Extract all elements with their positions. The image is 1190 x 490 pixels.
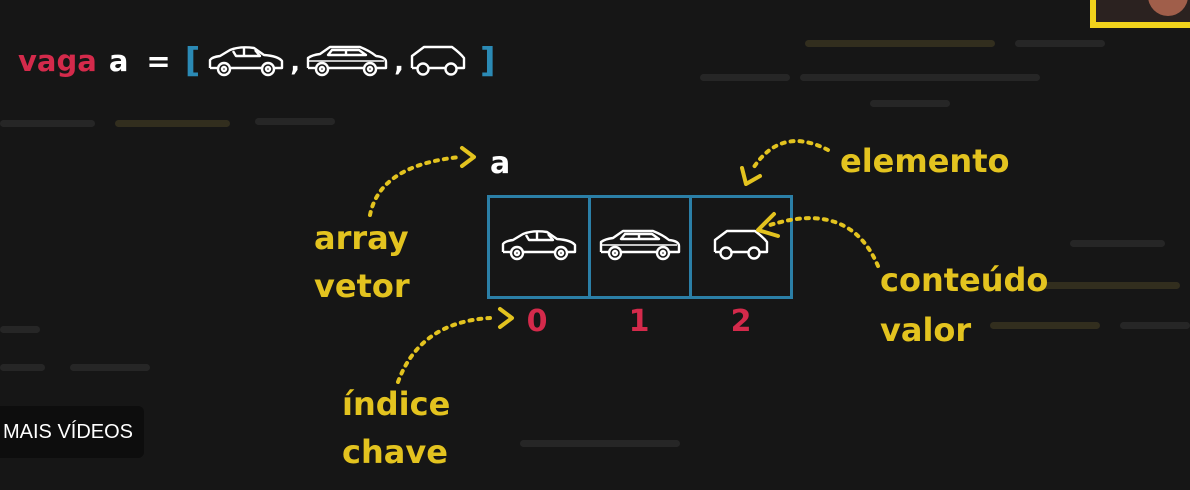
label-chave: chave bbox=[342, 433, 448, 471]
array-diagram bbox=[487, 195, 793, 299]
index-label: 2 bbox=[730, 304, 752, 339]
label-conteudo: conteúdo bbox=[880, 261, 1049, 299]
sedan-car-icon bbox=[206, 44, 286, 78]
variable-name: a bbox=[108, 44, 129, 78]
sedan-car-icon bbox=[499, 228, 579, 266]
arrow-array-to-name bbox=[368, 155, 462, 217]
index-label: 0 bbox=[526, 304, 548, 339]
code-statement: vaga a = [ , , ] bbox=[18, 38, 496, 84]
index-label: 1 bbox=[628, 304, 650, 339]
array-cell bbox=[689, 198, 790, 296]
small-car-icon bbox=[711, 228, 771, 266]
label-indice: índice bbox=[342, 385, 451, 423]
arrowhead bbox=[498, 307, 514, 329]
small-car-icon bbox=[408, 44, 468, 78]
label-valor: valor bbox=[880, 311, 972, 349]
arrow-conteudo bbox=[768, 216, 880, 268]
array-name-label: a bbox=[490, 146, 511, 181]
label-elemento: elemento bbox=[840, 142, 1010, 180]
arrow-indice bbox=[396, 316, 492, 384]
close-bracket: ] bbox=[480, 41, 496, 81]
label-array: array bbox=[314, 219, 409, 257]
webcam-overlay bbox=[1090, 0, 1190, 28]
arrowhead bbox=[460, 146, 476, 168]
keyword-vaga: vaga bbox=[18, 44, 97, 78]
equals-sign: = bbox=[146, 44, 171, 78]
more-videos-button[interactable]: MAIS VÍDEOS bbox=[0, 406, 144, 458]
arrowhead bbox=[740, 166, 762, 186]
hatchback-car-icon bbox=[304, 44, 390, 78]
array-cell bbox=[588, 198, 689, 296]
arrow-elemento bbox=[750, 139, 830, 172]
array-cell bbox=[490, 198, 588, 296]
hatchback-car-icon bbox=[597, 228, 683, 266]
label-vetor: vetor bbox=[314, 267, 410, 305]
separator-comma: , bbox=[290, 48, 301, 78]
arrowhead bbox=[756, 212, 780, 238]
separator-comma: , bbox=[394, 48, 405, 78]
open-bracket: [ bbox=[184, 41, 201, 81]
